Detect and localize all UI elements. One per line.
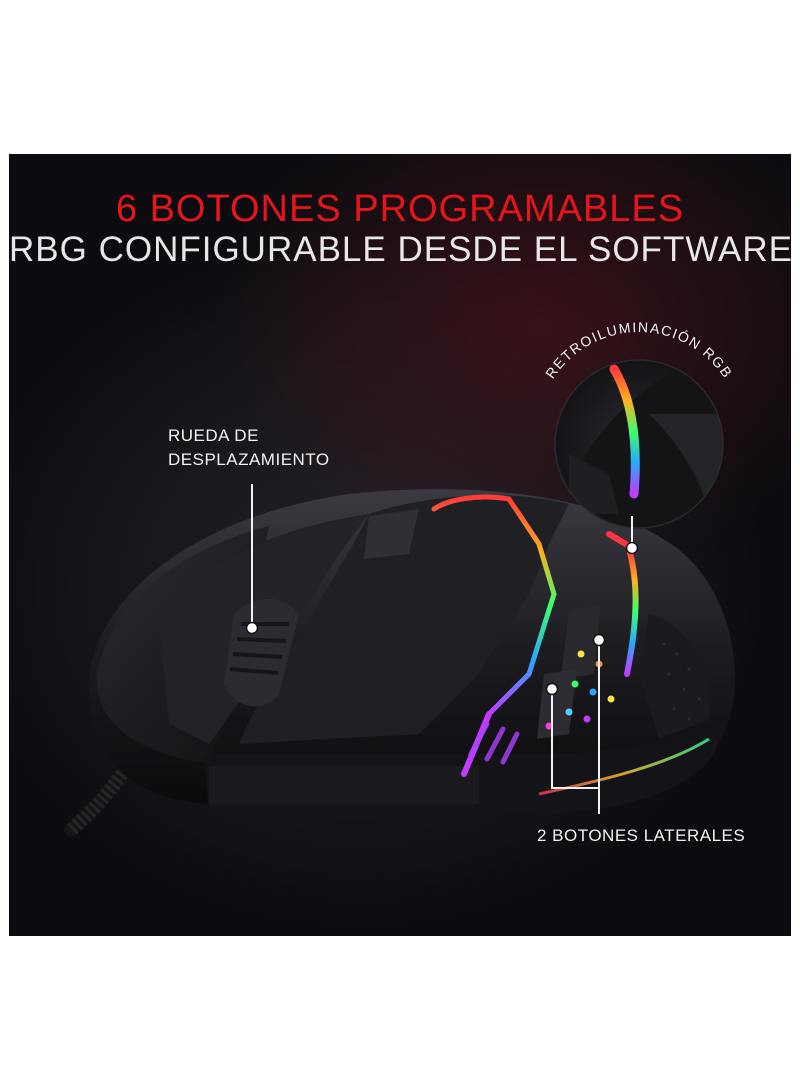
headline-secondary: RBG CONFIGURABLE DESDE EL SOFTWARE <box>9 230 791 269</box>
callout-dot-scroll <box>245 621 259 635</box>
backlight-zoom <box>555 360 723 528</box>
callout-dot-side-1 <box>592 633 606 647</box>
scroll-wheel-label: RUEDA DE DESPLAZAMIENTO <box>168 424 330 472</box>
product-banner: 6 BOTONES PROGRAMABLES RBG CONFIGURABLE … <box>9 154 791 936</box>
callout-dot-backlight <box>625 541 639 555</box>
mouse-illustration: RETROILUMINACIÓN RGB <box>64 319 735 837</box>
callout-line-side <box>551 640 600 814</box>
scroll-wheel-label-line2: DESPLAZAMIENTO <box>168 450 330 469</box>
side-grip <box>639 614 710 739</box>
rgb-strip-right <box>624 546 639 677</box>
callout-dot-side-2 <box>545 682 559 696</box>
scroll-wheel-label-line1: RUEDA DE <box>168 426 259 445</box>
headline-primary: 6 BOTONES PROGRAMABLES <box>115 188 685 230</box>
side-buttons-label: 2 BOTONES LATERALES <box>537 826 746 845</box>
rgb-strip-top <box>431 494 557 717</box>
side-button-forward <box>561 604 601 679</box>
